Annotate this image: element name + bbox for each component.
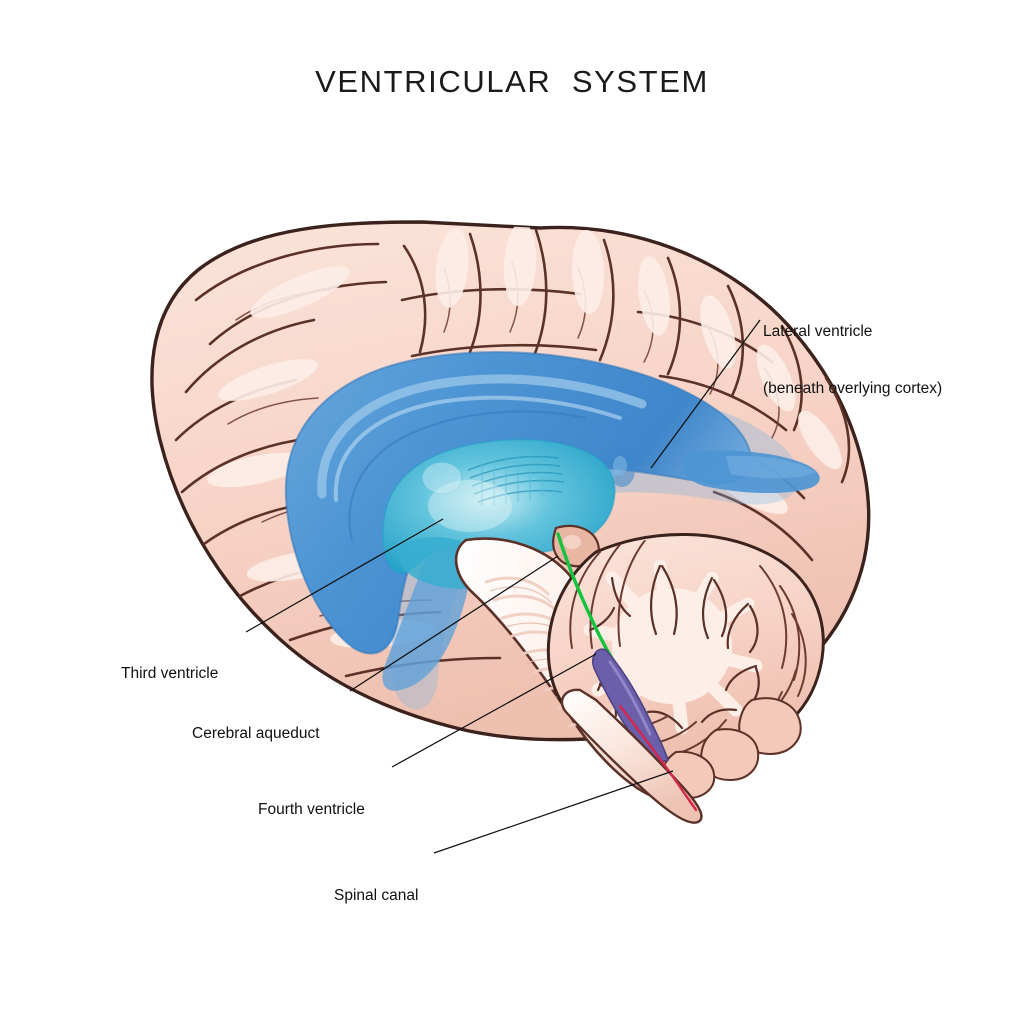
label-fourth-ventricle: Fourth ventricle	[258, 762, 365, 857]
label-lateral-ventricle-line1: Lateral ventricle	[763, 323, 873, 340]
cerebellum	[546, 533, 825, 800]
page-title: VENTRICULAR SYSTEM	[315, 64, 709, 99]
label-cerebral-aqueduct-line1: Cerebral aqueduct	[192, 725, 320, 742]
spinal-canal-structure	[618, 704, 698, 812]
label-lateral-ventricle: Lateral ventricle (beneath overlying cor…	[763, 284, 942, 436]
label-third-ventricle-line1: Third ventricle	[121, 665, 219, 682]
label-spinal-canal-line1: Spinal canal	[334, 887, 419, 904]
leader-lines	[245, 319, 761, 854]
label-cerebral-aqueduct: Cerebral aqueduct	[192, 686, 320, 781]
leader-cerebral-aqueduct	[349, 555, 559, 692]
spinal-cord	[560, 688, 703, 824]
leader-spinal-canal	[433, 770, 674, 854]
leader-fourth-ventricle	[391, 653, 597, 768]
leader-lateral-ventricle	[650, 319, 761, 469]
label-third-ventricle: Third ventricle	[121, 626, 218, 721]
leader-third-ventricle	[245, 518, 444, 633]
label-fourth-ventricle-line1: Fourth ventricle	[258, 801, 365, 818]
label-spinal-canal: Spinal canal	[334, 848, 418, 943]
label-lateral-ventricle-line2: (beneath overlying cortex)	[763, 380, 943, 397]
